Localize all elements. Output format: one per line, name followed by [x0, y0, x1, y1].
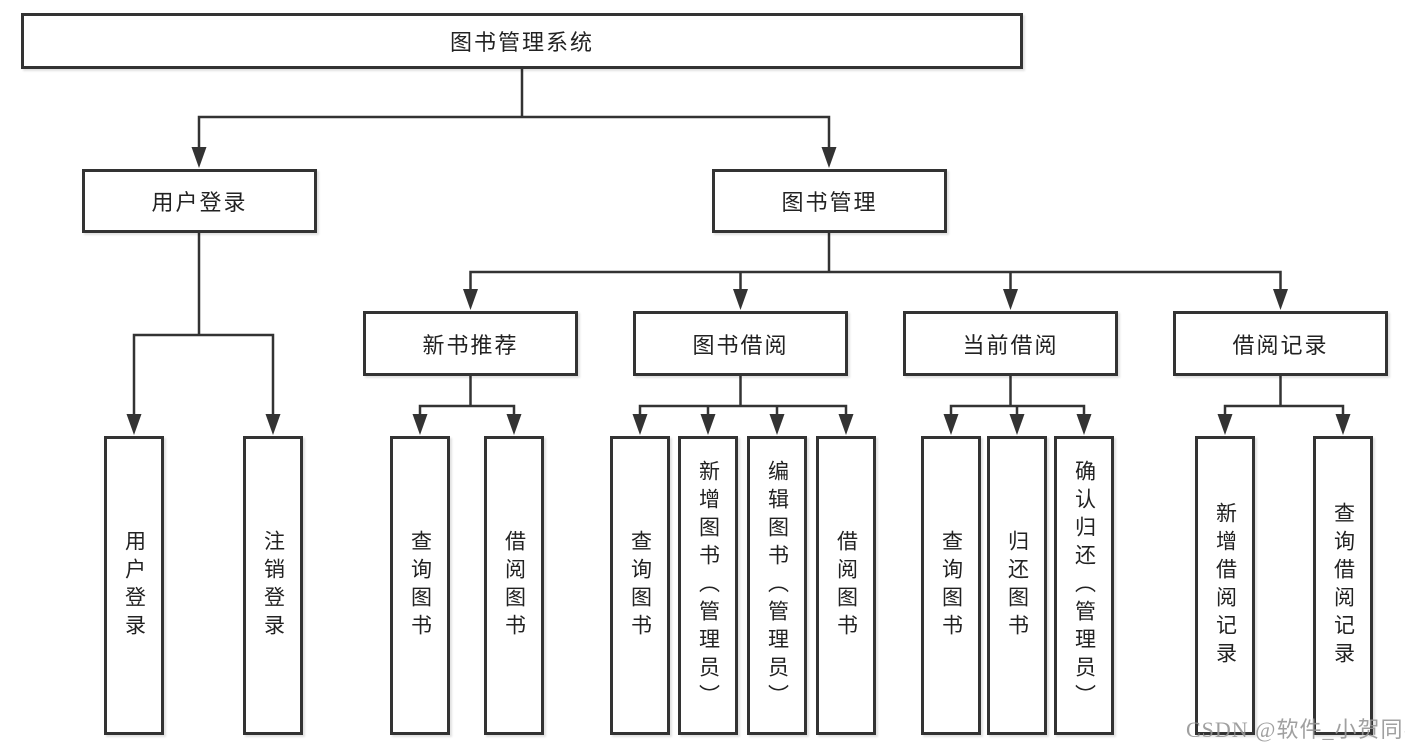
node-root-label: 图书管理系统 [449, 30, 594, 55]
leaf-query-borrow-record-label: 查询借阅记录 [1331, 501, 1356, 670]
csdn-watermark: CSDN @软件_小贺同学 [1186, 717, 1405, 742]
leaf-query-books-current-label: 查询图书 [939, 529, 964, 642]
leaf-user-login-label: 用户登录 [122, 529, 147, 642]
leaf-add-book-admin-label: 新增图书（管理员） [696, 459, 721, 712]
node-current-borrow: 当前借阅 [903, 311, 1118, 376]
node-book-borrow-label: 图书借阅 [692, 332, 789, 358]
leaf-query-books-recommend: 查询图书 [390, 436, 450, 735]
leaf-query-books-current: 查询图书 [921, 436, 981, 735]
leaf-borrow-books-recommend: 借阅图书 [484, 436, 544, 735]
node-book-borrow: 图书借阅 [633, 311, 848, 376]
leaf-query-books-recommend-label: 查询图书 [408, 529, 433, 642]
leaf-query-books-borrow-label: 查询图书 [628, 529, 653, 642]
leaf-add-book-admin: 新增图书（管理员） [678, 436, 738, 735]
node-book-management: 图书管理 [712, 169, 947, 233]
node-borrow-records: 借阅记录 [1173, 311, 1388, 376]
node-new-book-recommend: 新书推荐 [363, 311, 578, 376]
leaf-query-books-borrow: 查询图书 [610, 436, 670, 735]
node-current-borrow-label: 当前借阅 [962, 332, 1059, 358]
leaf-confirm-return-admin: 确认归还（管理员） [1054, 436, 1114, 735]
node-borrow-records-label: 借阅记录 [1232, 332, 1329, 358]
node-new-book-recommend-label: 新书推荐 [422, 332, 519, 358]
leaf-edit-book-admin: 编辑图书（管理员） [747, 436, 807, 735]
leaf-return-book: 归还图书 [987, 436, 1047, 735]
node-book-management-label: 图书管理 [781, 190, 878, 215]
leaf-logout-label: 注销登录 [261, 529, 286, 642]
node-user-login: 用户登录 [82, 169, 317, 233]
node-user-login-label: 用户登录 [151, 190, 248, 215]
leaf-add-borrow-record-label: 新增借阅记录 [1213, 501, 1238, 670]
leaf-logout: 注销登录 [243, 436, 303, 735]
node-root-system: 图书管理系统 [21, 13, 1023, 69]
leaf-borrow-books-recommend-label: 借阅图书 [502, 529, 527, 642]
leaf-add-borrow-record: 新增借阅记录 [1195, 436, 1255, 735]
leaf-query-borrow-record: 查询借阅记录 [1313, 436, 1373, 735]
leaf-return-book-label: 归还图书 [1005, 529, 1030, 642]
leaf-user-login: 用户登录 [104, 436, 164, 735]
leaf-confirm-return-admin-label: 确认归还（管理员） [1072, 459, 1097, 712]
leaf-borrow-books: 借阅图书 [816, 436, 876, 735]
leaf-edit-book-admin-label: 编辑图书（管理员） [765, 459, 790, 712]
leaf-borrow-books-label: 借阅图书 [834, 529, 859, 642]
